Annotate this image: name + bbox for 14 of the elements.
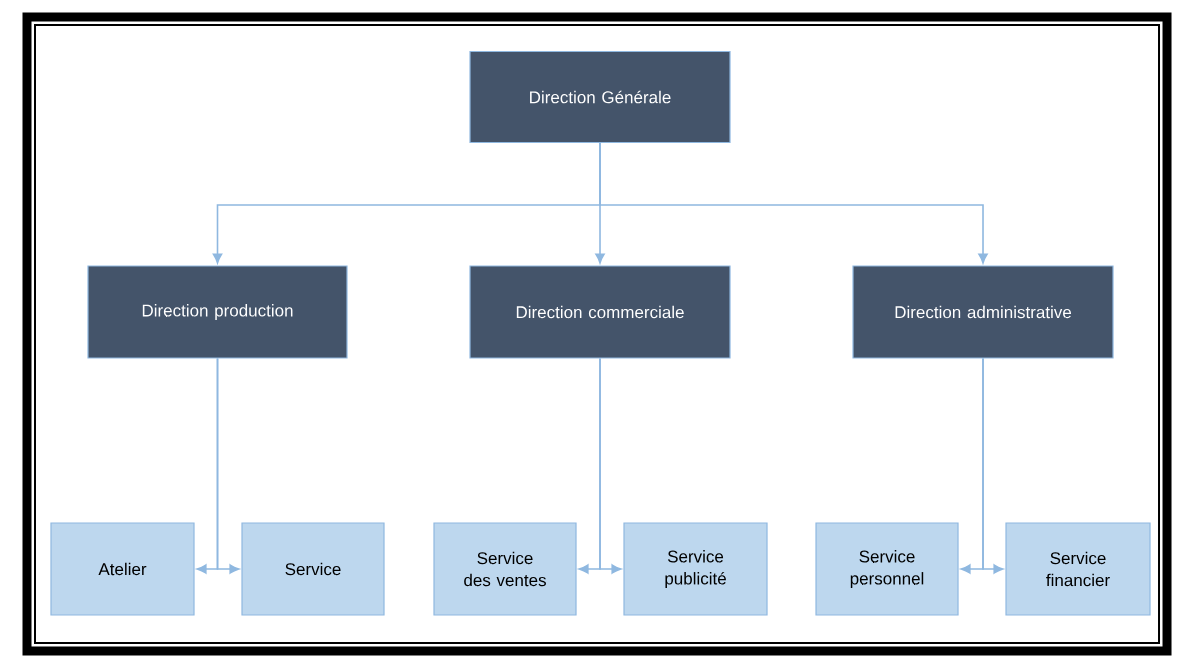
department-box: Direction production	[87, 265, 348, 359]
arrow	[982, 357, 1004, 574]
department-box: Direction administrative	[852, 265, 1114, 359]
service-box: Service personnel	[815, 522, 959, 616]
service-box: Service financier	[1005, 522, 1151, 616]
service-box: Service des ventes	[433, 522, 577, 616]
arrow	[599, 357, 622, 574]
service-box: Service	[241, 522, 385, 616]
department-box: Direction commerciale	[469, 265, 731, 359]
arrow	[599, 142, 988, 264]
department-box: Direction Générale	[469, 50, 731, 144]
arrow	[216, 357, 240, 574]
service-box: Service publicité	[623, 522, 768, 616]
service-box: Atelier	[50, 522, 195, 616]
